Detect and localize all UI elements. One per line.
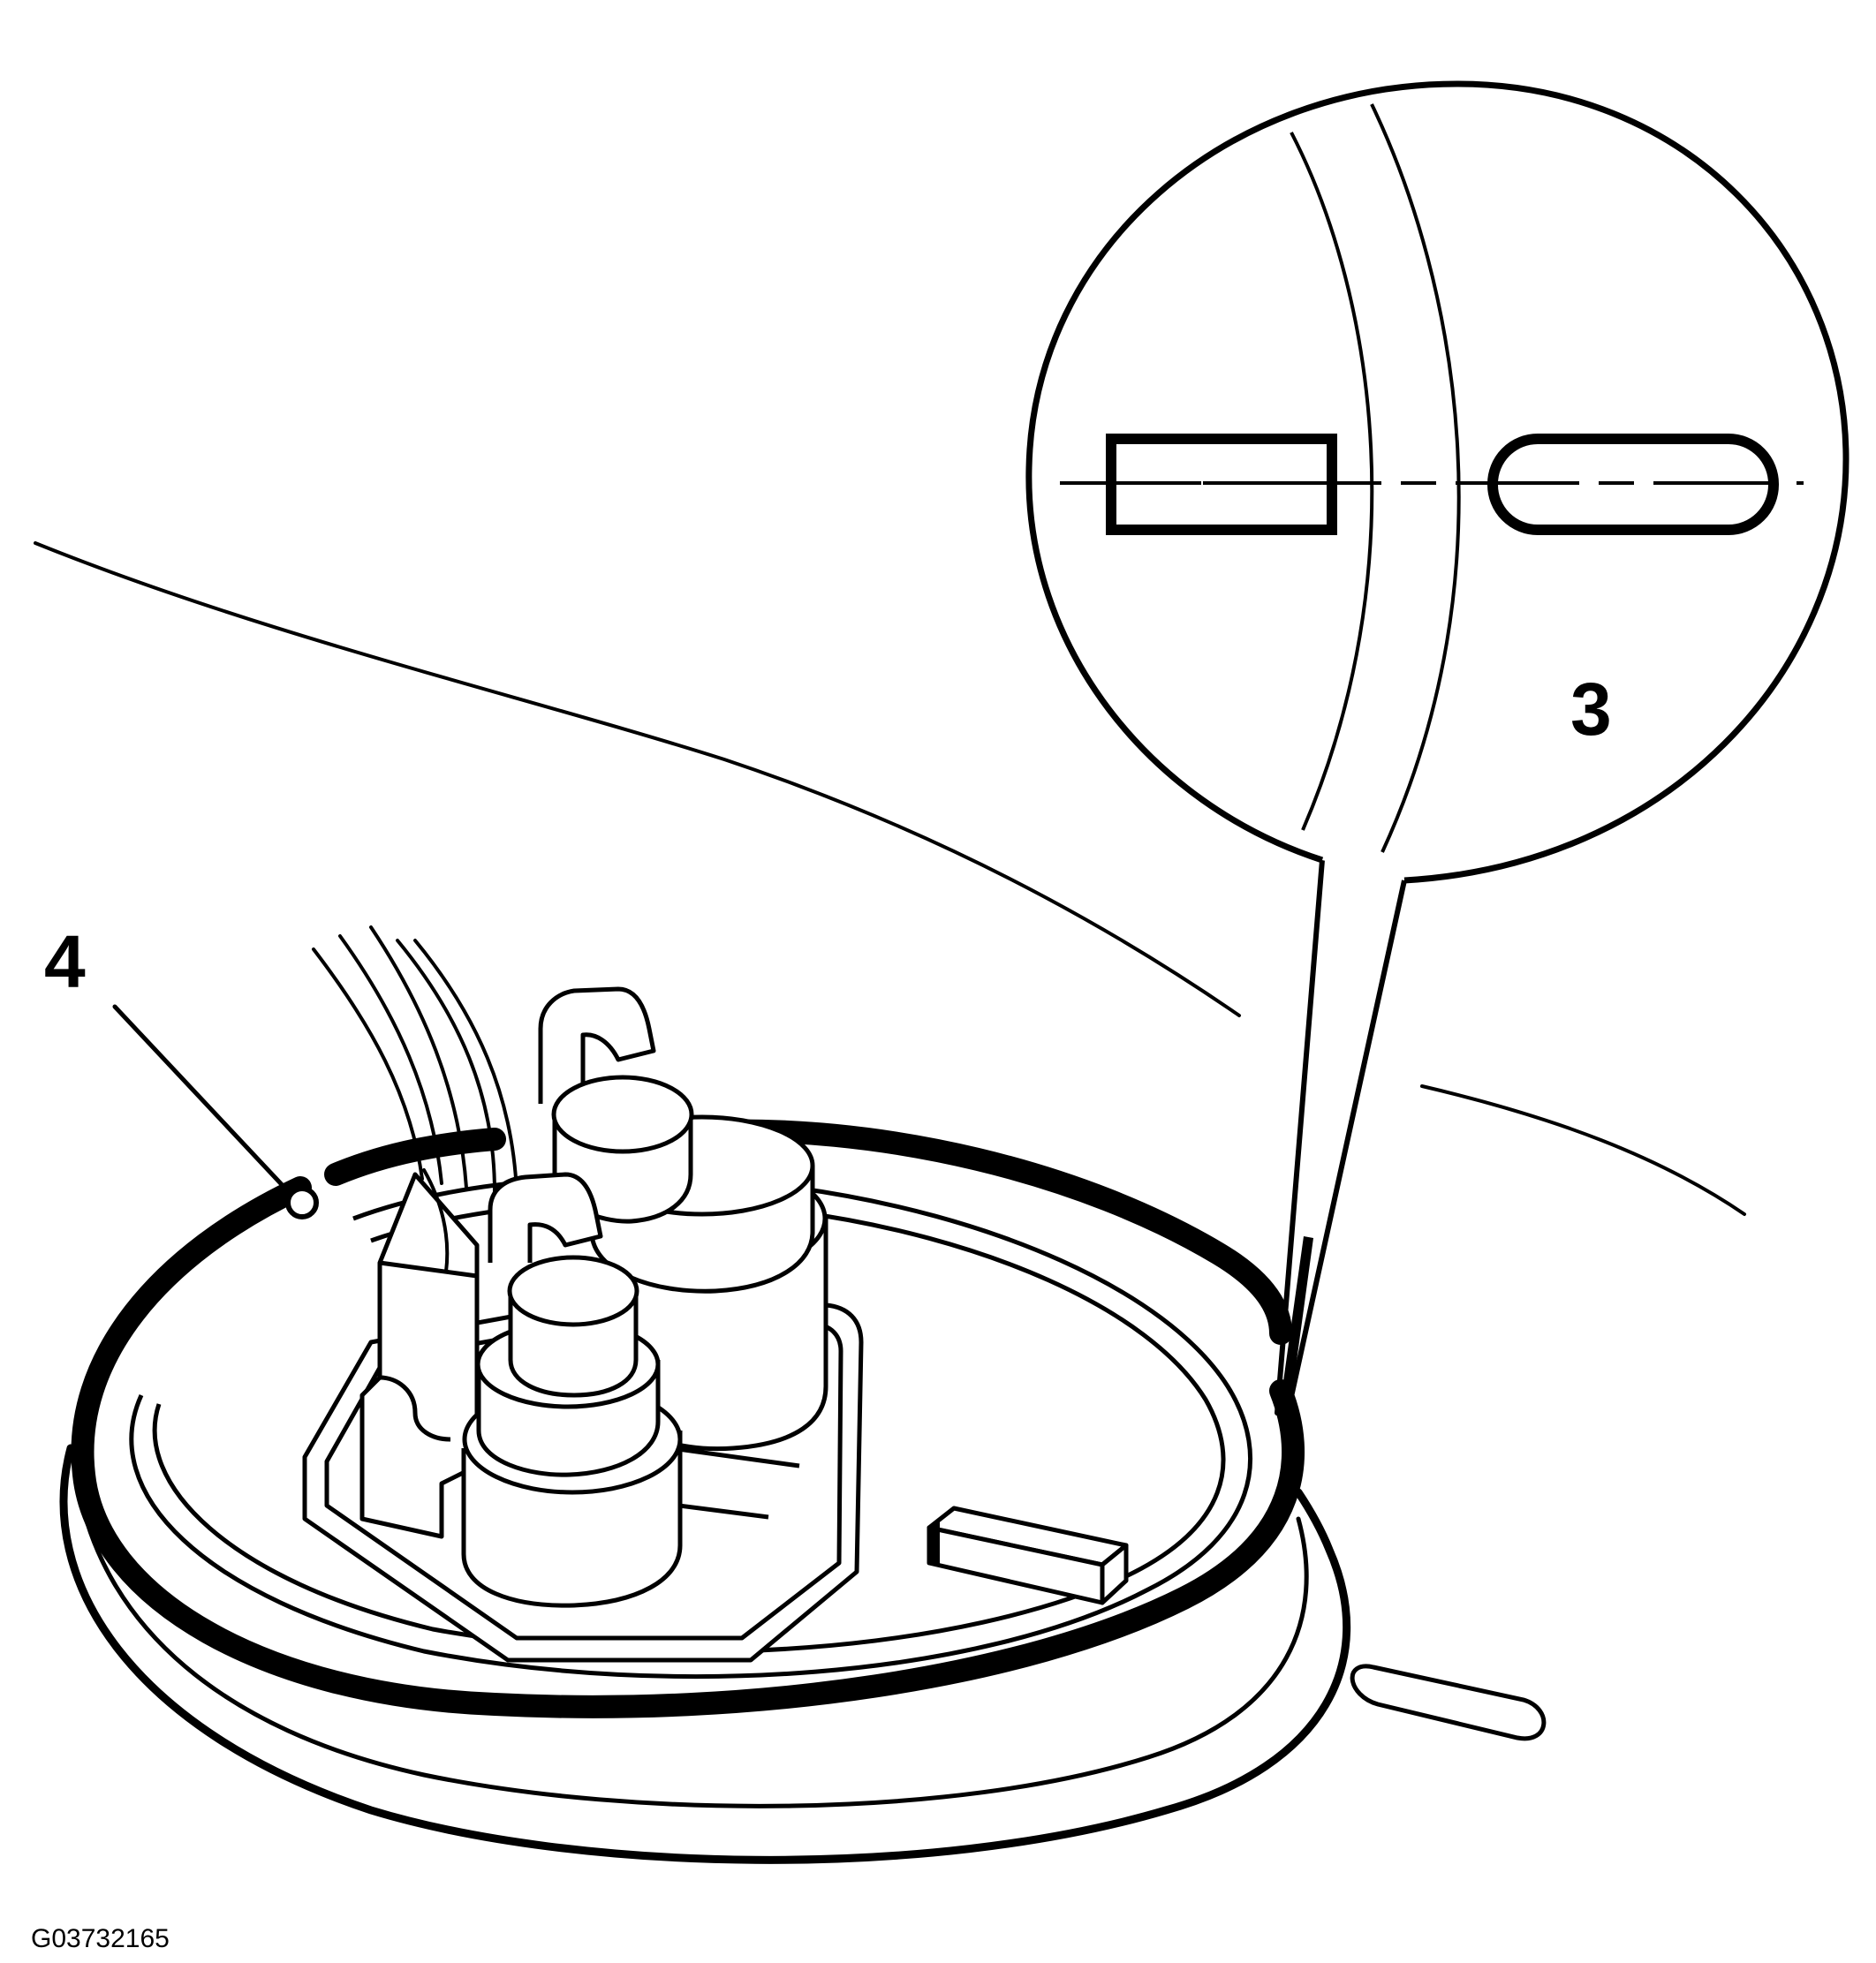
detail-wall-left	[1290, 132, 1374, 831]
detail-wall-right	[1370, 103, 1461, 853]
block-side	[1100, 1543, 1129, 1605]
front-hook	[488, 1172, 603, 1263]
front-cap-top	[507, 1255, 639, 1327]
wire-4	[396, 939, 496, 1194]
rear-cap-top	[551, 1075, 694, 1154]
wire-1	[312, 948, 424, 1181]
figure-code: G03732165	[31, 1924, 170, 1953]
callout-4-dot	[285, 1186, 319, 1219]
tank-contour-right	[1420, 1084, 1746, 1216]
block-dark-edge	[929, 1519, 940, 1567]
detail-rectangle-mark	[1106, 434, 1337, 535]
callout-4-line	[112, 1004, 291, 1195]
callout-4-leader	[112, 1004, 319, 1219]
tank-contour-lines	[34, 541, 1746, 1216]
left-housing-edge	[379, 1260, 478, 1279]
left-housing-latch	[379, 1375, 451, 1442]
wire-3	[369, 925, 468, 1189]
wire-harness	[312, 925, 518, 1273]
seal-ring-band-left-top	[324, 1128, 506, 1186]
seal-ring	[71, 1119, 1305, 1718]
callout-label-3: 3	[1570, 668, 1612, 751]
seal-ring-band-back	[677, 1119, 1292, 1345]
front-pump-stack	[461, 1172, 683, 1608]
magnifier-leader-tip	[1279, 1236, 1313, 1413]
detail-slot-mark	[1487, 434, 1779, 535]
wire-2	[338, 934, 443, 1185]
flange-outer-edge	[59, 1444, 1351, 1864]
tray-divider-1	[670, 1446, 800, 1468]
tank-slot	[1350, 1664, 1547, 1741]
flange-step	[77, 1490, 1309, 1808]
magnifier-circle	[1025, 80, 1850, 884]
wire-5	[413, 939, 518, 1194]
module-flange	[59, 1444, 1351, 1864]
plate-block	[927, 1506, 1129, 1605]
detail-magnifier	[1025, 80, 1850, 1416]
tank-contour-upper	[34, 541, 1241, 1017]
wire-6	[422, 1168, 450, 1273]
seal-ring-band	[71, 1176, 1305, 1718]
callout-label-4: 4	[44, 920, 86, 1003]
rear-hook	[538, 986, 656, 1104]
